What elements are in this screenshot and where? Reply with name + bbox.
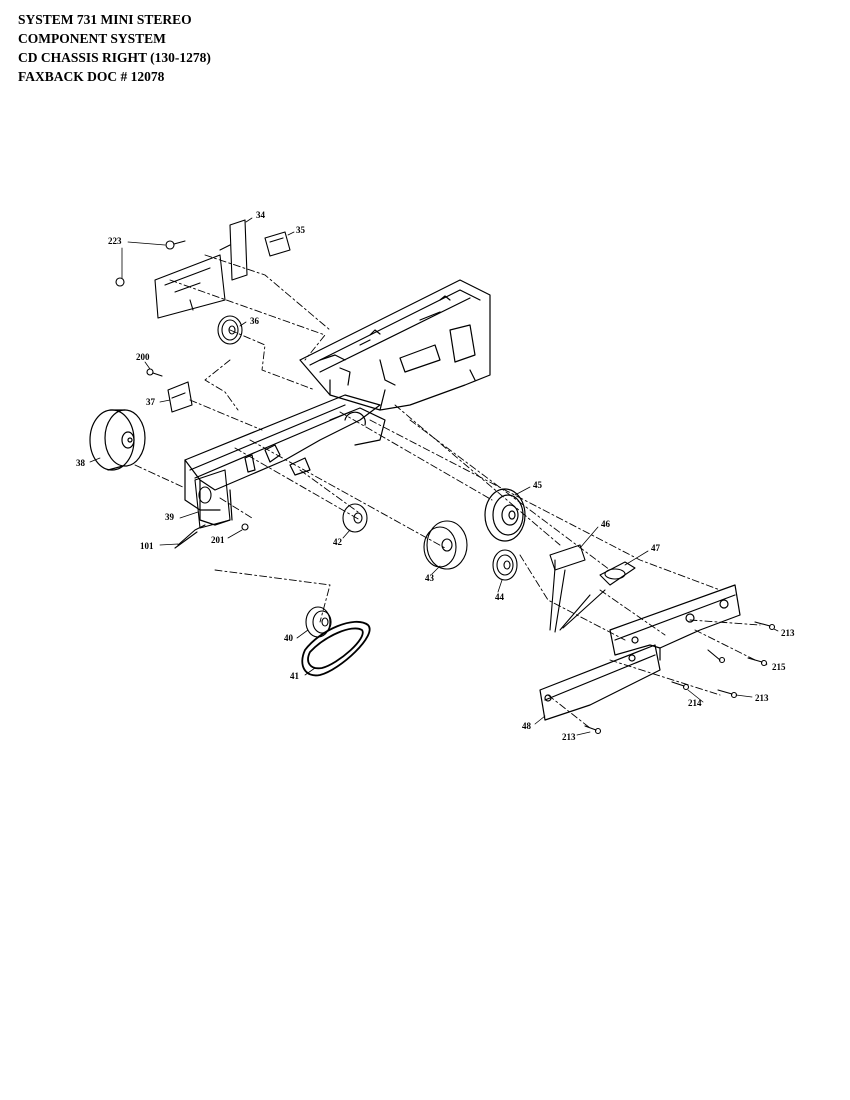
gear-36: [217, 315, 243, 345]
header-line-2: COMPONENT SYSTEM: [18, 31, 166, 46]
bracket-37: [167, 381, 193, 413]
lower-plate-48: [539, 644, 661, 721]
screws-213-215-214: [584, 621, 776, 735]
label-35: 35: [296, 225, 306, 235]
main-chassis: [299, 279, 491, 411]
screw-201: [241, 523, 249, 531]
gear-45: [484, 488, 526, 542]
label-213-top: 213: [781, 628, 795, 638]
label-40: 40: [284, 633, 294, 643]
connector-35: [264, 231, 291, 257]
callout-labels: 223 34 35 36 200 37 38 39 101 201 42 43 …: [76, 210, 795, 742]
label-48: 48: [522, 721, 532, 731]
label-37: 37: [146, 397, 156, 407]
leader-arrows: [549, 567, 606, 633]
gear-43: [423, 520, 468, 570]
pulley-40: [305, 606, 332, 638]
label-200: 200: [136, 352, 150, 362]
label-leaders: [89, 217, 779, 736]
label-46: 46: [601, 519, 611, 529]
screw-200: [146, 368, 163, 377]
cam-47: [599, 561, 636, 586]
gear-44: [492, 549, 518, 581]
header-line-4: FAXBACK DOC # 12078: [18, 69, 165, 84]
pcb-bracket: [154, 219, 248, 319]
motor-38: [89, 409, 146, 471]
label-43: 43: [425, 573, 435, 583]
label-223: 223: [108, 236, 122, 246]
right-plate: [609, 584, 741, 661]
header-line-1: SYSTEM 731 MINI STEREO: [18, 12, 192, 27]
label-36: 36: [250, 316, 260, 326]
left-chassis-rail: [184, 394, 386, 526]
label-38: 38: [76, 458, 86, 468]
label-215: 215: [772, 662, 786, 672]
label-41: 41: [290, 671, 300, 681]
gear-42: [342, 503, 368, 533]
header-line-3: CD CHASSIS RIGHT (130-1278): [18, 50, 211, 65]
label-42: 42: [333, 537, 343, 547]
alignment-lines: [134, 254, 761, 729]
label-213-middle: 213: [755, 693, 769, 703]
label-34: 34: [256, 210, 266, 220]
label-201: 201: [211, 535, 225, 545]
label-213-bottom: 213: [562, 732, 576, 742]
label-44: 44: [495, 592, 505, 602]
label-101: 101: [140, 541, 154, 551]
label-47: 47: [651, 543, 661, 553]
label-39: 39: [165, 512, 175, 522]
label-45: 45: [533, 480, 543, 490]
belt-41: [301, 620, 371, 677]
document-header: SYSTEM 731 MINI STEREO COMPONENT SYSTEM …: [18, 10, 211, 86]
screw-223: [115, 240, 186, 287]
label-214: 214: [688, 698, 702, 708]
slider-46: [549, 544, 586, 571]
